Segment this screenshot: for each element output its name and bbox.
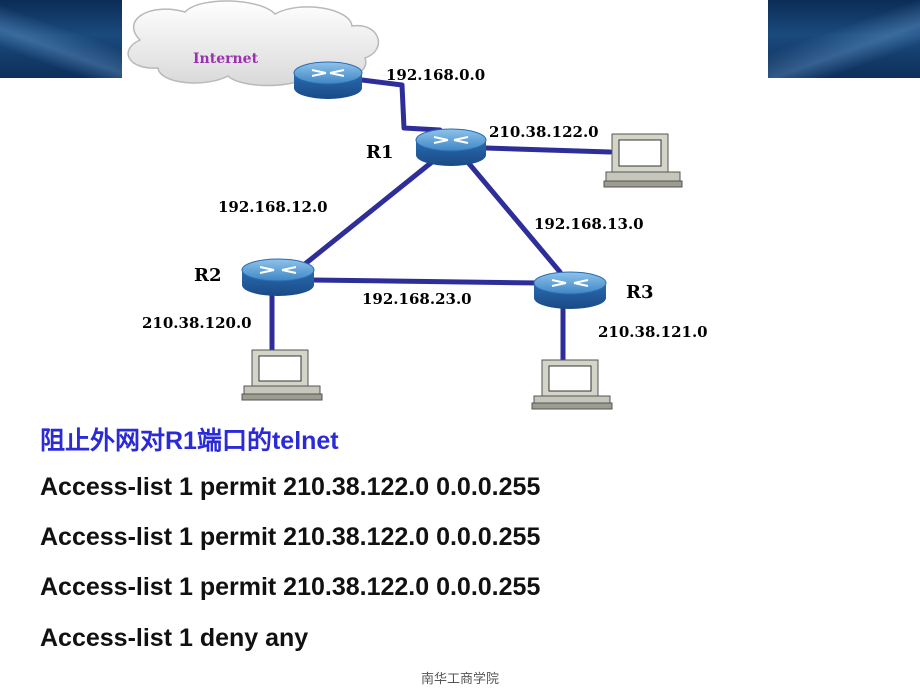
link-r1-lan [483, 145, 613, 155]
link-r1-r3 [463, 157, 563, 275]
internet-label: Internet [193, 51, 259, 67]
header-band-right [768, 0, 920, 78]
net-label-r1-lan: 210.38.122.0 [489, 123, 599, 141]
link-r2-r3 [309, 277, 543, 286]
router-r2-icon [241, 258, 315, 296]
net-label-r1-r3: 192.168.13.0 [534, 215, 644, 233]
network-topology-diagram: Internet R1 R2 R3 [127, 0, 708, 410]
link-r1-r2 [297, 159, 435, 271]
slide-heading: 阻止外网对R1端口的telnet [40, 427, 339, 455]
pc-r2-lan-icon [241, 349, 323, 401]
acl-line-1: Access-list 1 permit 210.38.122.0 0.0.0.… [40, 473, 541, 501]
header-band-left [0, 0, 122, 78]
router-r3-icon [533, 271, 607, 309]
net-label-internet-r1: 192.168.0.0 [386, 66, 485, 84]
pc-r1-lan-icon [603, 133, 683, 188]
router-r1-label: R1 [366, 142, 393, 163]
net-label-r2-lan: 210.38.120.0 [142, 314, 252, 332]
router-r2-label: R2 [194, 265, 221, 286]
router-r3-label: R3 [626, 282, 653, 303]
link-internet-r1 [359, 77, 443, 133]
net-label-r2-r3: 192.168.23.0 [362, 290, 472, 308]
net-label-r1-r2: 192.168.12.0 [218, 198, 328, 216]
acl-line-3: Access-list 1 permit 210.38.122.0 0.0.0.… [40, 573, 541, 601]
footer-institution: 南华工商学院 [420, 671, 499, 686]
router-r1-icon [415, 128, 487, 166]
pc-r3-lan-icon [531, 359, 613, 410]
acl-line-2: Access-list 1 permit 210.38.122.0 0.0.0.… [40, 523, 541, 551]
net-label-r3-lan: 210.38.121.0 [598, 323, 708, 341]
acl-line-4: Access-list 1 deny any [40, 624, 309, 652]
internet-router-icon [293, 61, 363, 99]
